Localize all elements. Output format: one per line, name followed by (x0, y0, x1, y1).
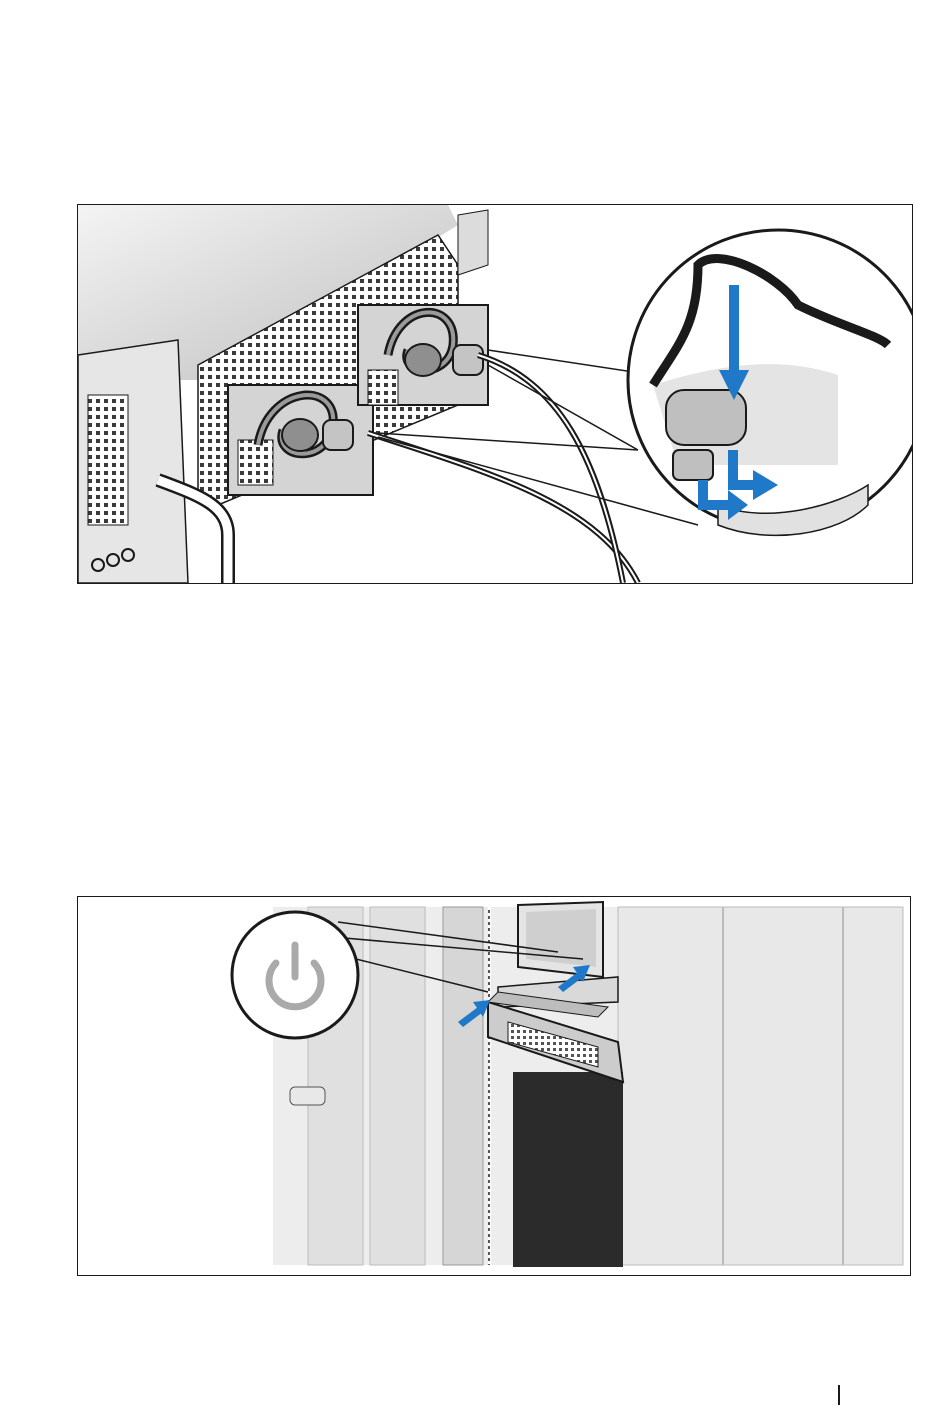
power-cable-illustration (78, 205, 912, 583)
figure-power-on-system (77, 896, 911, 1276)
page-footer-rule (838, 1385, 840, 1405)
figure-power-cable-retention (77, 204, 913, 584)
power-on-illustration (78, 897, 910, 1275)
